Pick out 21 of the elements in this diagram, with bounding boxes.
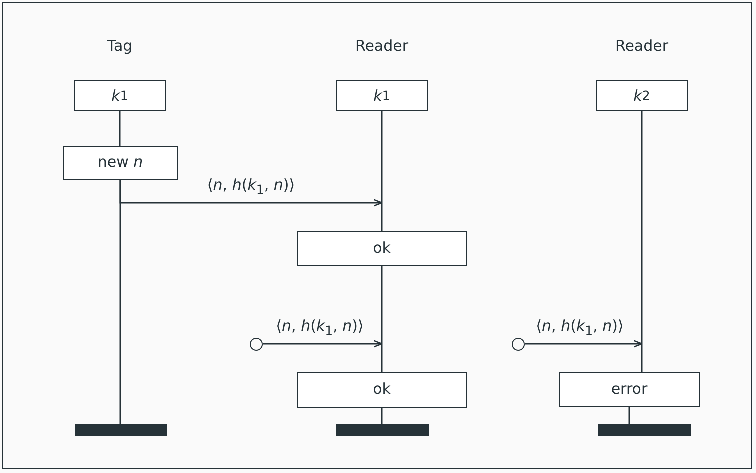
action-box: error	[559, 372, 700, 407]
participant-label: Reader	[615, 36, 669, 56]
lifeline	[381, 266, 383, 372]
action-box: ok	[297, 372, 467, 408]
message-arrow	[120, 180, 383, 207]
lifeline	[119, 111, 121, 146]
participant-label: Tag	[107, 36, 133, 56]
start-circle	[512, 338, 525, 351]
message-arrow	[263, 340, 383, 348]
lifeline-end-bar	[336, 424, 429, 436]
lifeline	[628, 407, 630, 424]
message-arrow	[525, 340, 643, 348]
action-box: ok	[297, 231, 467, 266]
lifeline	[641, 111, 643, 372]
lifeline-end-bar	[75, 424, 167, 436]
lifeline	[381, 408, 383, 424]
participant-label: Reader	[355, 36, 409, 56]
start-circle	[250, 338, 263, 351]
lifeline-end-bar	[598, 424, 691, 436]
lifeline	[381, 111, 383, 231]
action-box: new n	[63, 146, 178, 180]
